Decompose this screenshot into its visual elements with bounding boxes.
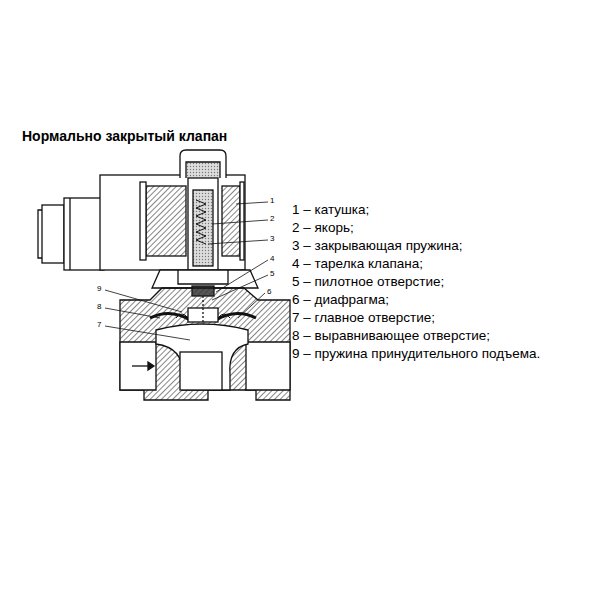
diagram-title: Нормально закрытый клапан [22,128,227,144]
callout-number: 5 [269,269,275,278]
part-description: 3 – закрывающая пружина; [292,238,463,254]
callout-number: 8 [96,302,102,311]
part-description: 9 – пружина принудительного подъема. [292,346,540,362]
part-description: 8 – выравнивающее отверстие; [292,328,490,344]
callout-number: 9 [96,284,102,293]
part-description: 5 – пилотное отверстие; [292,274,444,290]
part-description: 2 – якорь; [292,220,354,236]
part-description: 4 – тарелка клапана; [292,256,423,272]
callout-number: 2 [269,214,275,223]
callout-number: 6 [266,287,272,296]
callout-number: 3 [269,234,275,243]
part-description: 7 – главное отверстие; [292,310,435,326]
callout-number: 1 [269,196,275,205]
callout-number: 4 [269,254,275,263]
part-description: 1 – катушка; [292,202,369,218]
part-description: 6 – диафрагма; [292,292,389,308]
callout-number: 7 [96,320,102,329]
